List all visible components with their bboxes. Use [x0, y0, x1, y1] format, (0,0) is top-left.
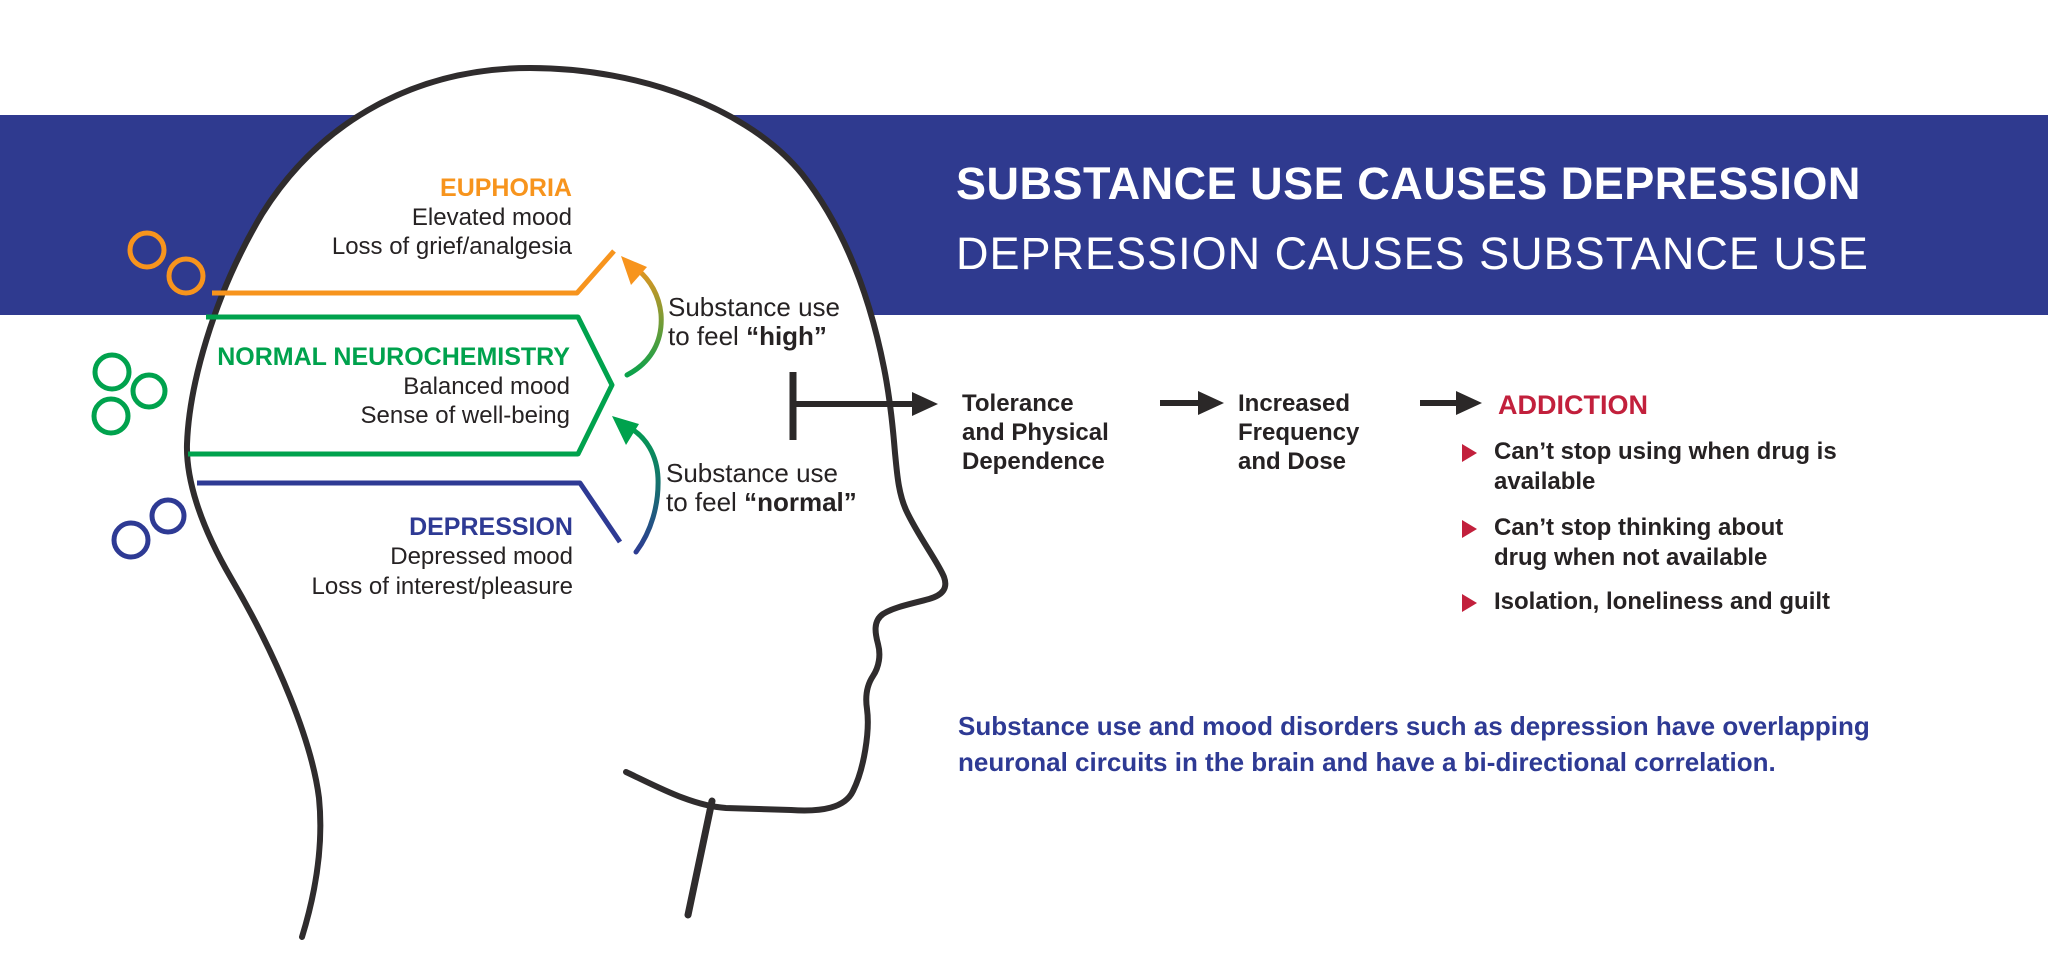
- bullet-triangle-icon: [1462, 444, 1477, 462]
- addiction-bullet-2: Can’t stop thinking about drug when not …: [1462, 513, 1783, 573]
- depression-text-block: DEPRESSION Depressed mood Loss of intere…: [240, 512, 573, 602]
- normal-line1: Balanced mood: [403, 373, 570, 400]
- euphoria-heading: EUPHORIA: [440, 174, 572, 202]
- flow-step1-line3: Dependence: [962, 448, 1105, 475]
- head-fill: [186, 68, 946, 937]
- bullet-triangle-icon: [1462, 520, 1477, 538]
- banner-title-primary: SUBSTANCE USE CAUSES DEPRESSION: [956, 158, 1861, 209]
- addiction-bullet-1: Can’t stop using when drug is available: [1462, 437, 1837, 497]
- depression-band-line: [197, 480, 623, 544]
- euphoria-line1: Elevated mood: [411, 204, 572, 231]
- flow-step-increased: Increased Frequency and Dose: [1238, 389, 1359, 476]
- caption-line1: Substance use and mood disorders such as…: [958, 711, 1870, 741]
- flow-step1-line1: Tolerance: [962, 390, 1074, 417]
- addiction-bullet-1-text: Can’t stop using when drug is available: [1494, 438, 1837, 495]
- flow-step1-line2: and Physical: [962, 419, 1109, 446]
- label-feel-normal: Substance use to feel “normal”: [666, 459, 857, 517]
- label-feel-normal-line1: Substance use: [666, 458, 839, 488]
- arrow-feel-normal-icon: [612, 416, 661, 555]
- bullet-triangle-icon: [1462, 594, 1477, 612]
- flow-step2-line3: and Dose: [1238, 448, 1347, 475]
- head-outline: [183, 64, 949, 940]
- euphoria-circles-icon: [127, 230, 206, 296]
- caption: Substance use and mood disorders such as…: [958, 708, 1870, 780]
- label-feel-high-line2: to feel “high”: [668, 321, 827, 351]
- depression-heading: DEPRESSION: [409, 513, 573, 541]
- label-feel-high: Substance use to feel “high”: [668, 293, 840, 351]
- normal-line2: Sense of well-being: [360, 402, 570, 429]
- addiction-bullet-2-text: Can’t stop thinking about drug when not …: [1494, 514, 1784, 571]
- label-feel-normal-line2: to feel “normal”: [666, 487, 857, 517]
- normal-circles-icon: [91, 352, 168, 436]
- flow-arrows: [789, 372, 1482, 440]
- banner-title-secondary: DEPRESSION CAUSES SUBSTANCE USE: [956, 228, 1869, 279]
- addiction-bullet-3-text: Isolation, loneliness and guilt: [1494, 588, 1831, 615]
- depression-circles-icon: [111, 497, 187, 560]
- caption-line2: neuronal circuits in the brain and have …: [958, 747, 1776, 777]
- addiction-heading: ADDICTION: [1498, 390, 1648, 420]
- neck-line: [684, 797, 716, 919]
- euphoria-band-line: [212, 249, 616, 296]
- flow-step2-line1: Increased: [1238, 390, 1351, 417]
- addiction-bullet-3: Isolation, loneliness and guilt: [1462, 587, 1830, 617]
- flow-step2-line2: Frequency: [1238, 419, 1360, 446]
- euphoria-text-block: EUPHORIA Elevated mood Loss of grief/ana…: [240, 174, 572, 261]
- flow-step-tolerance: Tolerance and Physical Dependence: [962, 389, 1109, 476]
- arrow-feel-high-icon: [621, 256, 664, 378]
- depression-line2: Loss of interest/pleasure: [311, 573, 573, 600]
- normal-band-line: [188, 314, 615, 457]
- euphoria-line2: Loss of grief/analgesia: [331, 233, 572, 260]
- normal-heading: NORMAL NEUROCHEMISTRY: [217, 343, 570, 371]
- normal-text-block: NORMAL NEUROCHEMISTRY Balanced mood Sens…: [170, 343, 570, 430]
- depression-line1: Depressed mood: [390, 543, 573, 570]
- label-feel-high-line1: Substance use: [668, 292, 841, 322]
